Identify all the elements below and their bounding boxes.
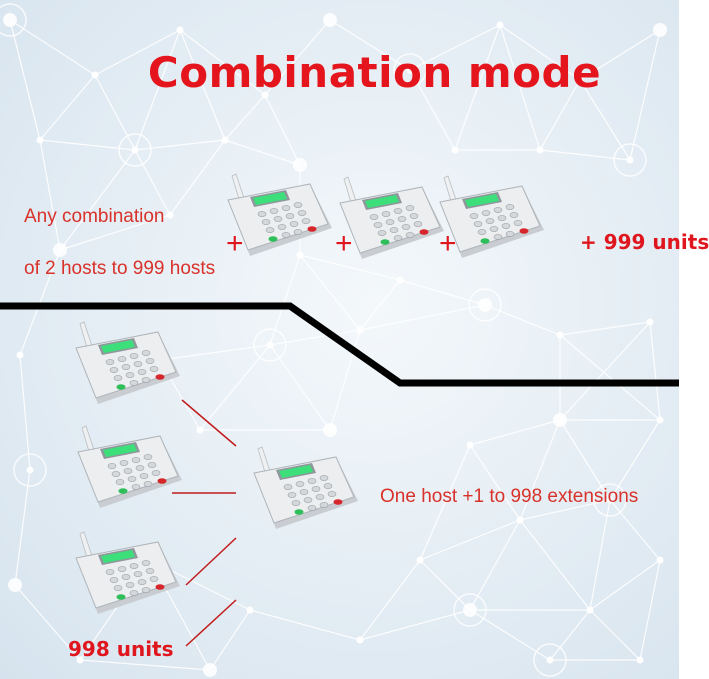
network-background — [0, 302, 679, 647]
combination-description-line2: of 2 hosts to 999 hosts — [24, 258, 216, 279]
units-998-label: 998 units — [68, 637, 174, 661]
combination-description-line1: Any combination — [24, 206, 165, 227]
extensions-label: One host +1 to 998 extensions — [380, 486, 639, 507]
plus-sign: + — [439, 227, 457, 260]
connector-line — [185, 599, 237, 647]
connector-line — [185, 537, 237, 586]
connector-line — [181, 399, 237, 447]
wireless-pager-host-icon — [75, 531, 181, 615]
plus-sign: + — [226, 227, 244, 260]
wireless-pager-host-icon — [253, 446, 359, 530]
plus-sign: + — [335, 227, 353, 260]
wireless-pager-host-icon — [75, 321, 181, 405]
section-divider — [0, 302, 679, 387]
page-title: Combination mode — [147, 48, 602, 97]
units-999-label: + 999 units — [580, 230, 709, 254]
wireless-pager-host-icon — [77, 425, 183, 509]
